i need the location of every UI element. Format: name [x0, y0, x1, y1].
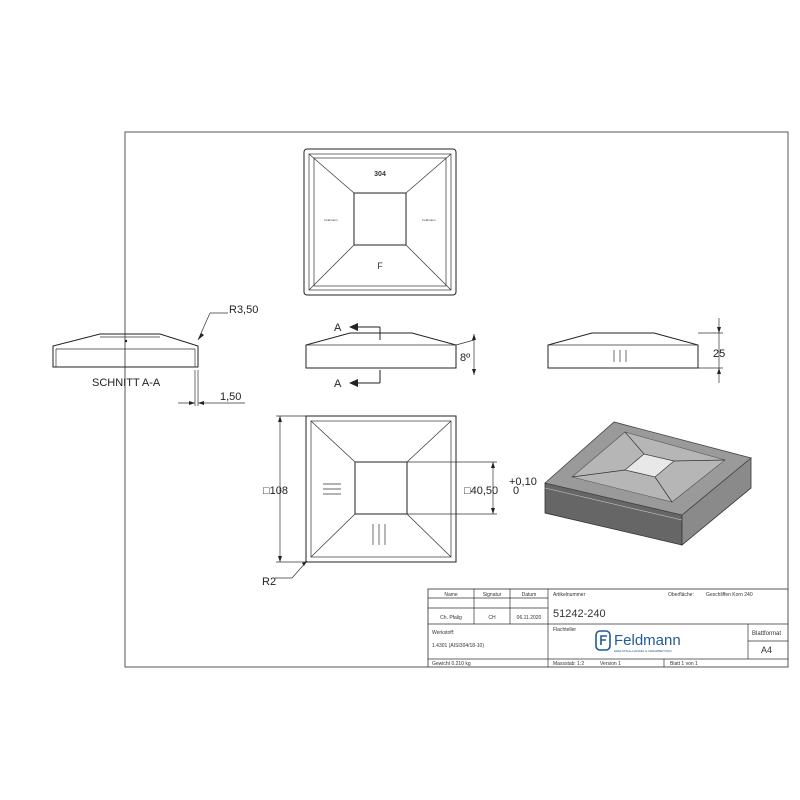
- header-name: Name: [444, 592, 458, 598]
- logo-brand: Feldmann: [614, 632, 681, 649]
- material-mark: 304: [374, 171, 386, 178]
- weight-label: Gewicht 0.210 kg: [432, 661, 471, 667]
- drawn-by-date: 06.11.2020: [517, 615, 542, 621]
- right-stamp: Feldmann: [422, 218, 436, 222]
- top-view: 304 F Feldmann Feldmann: [303, 148, 457, 296]
- sheet-format-label: Blattformat: [752, 631, 781, 637]
- scale-label: Massstab: 1:2: [553, 661, 584, 667]
- section-label: SCHNITT A-A: [92, 377, 161, 389]
- article-number: 51242-240: [553, 608, 606, 620]
- inner-size-label: □40,50: [464, 485, 498, 497]
- section-arrow-bottom: A: [334, 378, 342, 390]
- header-article-no: Artikelnummer: [553, 592, 586, 598]
- isometric-view: [544, 421, 752, 546]
- header-surface: Oberfläche:: [668, 592, 694, 598]
- thickness-label: 1,50: [220, 391, 241, 403]
- header-signature: Signatur: [483, 592, 502, 598]
- sheet-label: Blatt 1 von 1: [670, 661, 698, 667]
- front-view: A A 8º: [305, 322, 476, 390]
- sheet-format: A4: [761, 645, 772, 655]
- version-label: Version 1: [600, 661, 621, 667]
- side-view: 25: [547, 318, 725, 383]
- surface-value: Geschliffen Korn 240: [706, 592, 753, 598]
- material-value: 1.4301 (AISI304/18-10): [432, 643, 484, 649]
- height-label: 25: [713, 348, 725, 360]
- drawn-by-signature: CH: [488, 615, 496, 621]
- left-stamp: Feldmann: [324, 218, 338, 222]
- header-date: Datum: [522, 592, 537, 598]
- outer-size-label: □108: [263, 485, 288, 497]
- tolerance-upper: +0,10: [509, 476, 537, 488]
- tolerance-lower: 0: [513, 485, 519, 497]
- description-label: Flachteller: [553, 627, 576, 633]
- feldmann-logo: Feldmann EDELSTAHL-HANDEL & VERARBEITUNG: [595, 630, 681, 653]
- material-label: Werkstoff:: [432, 630, 454, 636]
- title-block: Name Signatur Datum Artikelnummer Oberfl…: [427, 588, 789, 668]
- letter-mark: F: [377, 261, 383, 271]
- bottom-view: □108 □40,50 +0,10 0 R2: [262, 415, 537, 588]
- logo-tagline: EDELSTAHL-HANDEL & VERARBEITUNG: [614, 649, 672, 653]
- angle-label: 8º: [460, 352, 470, 364]
- drawn-by-name: Ch. Pfalig: [440, 615, 462, 621]
- section-view: R3,50 SCHNITT A-A 1,50: [52, 304, 258, 406]
- radius-edge-label: R3,50: [229, 304, 258, 316]
- section-arrow-top: A: [334, 322, 342, 334]
- corner-radius-label: R2: [262, 576, 276, 588]
